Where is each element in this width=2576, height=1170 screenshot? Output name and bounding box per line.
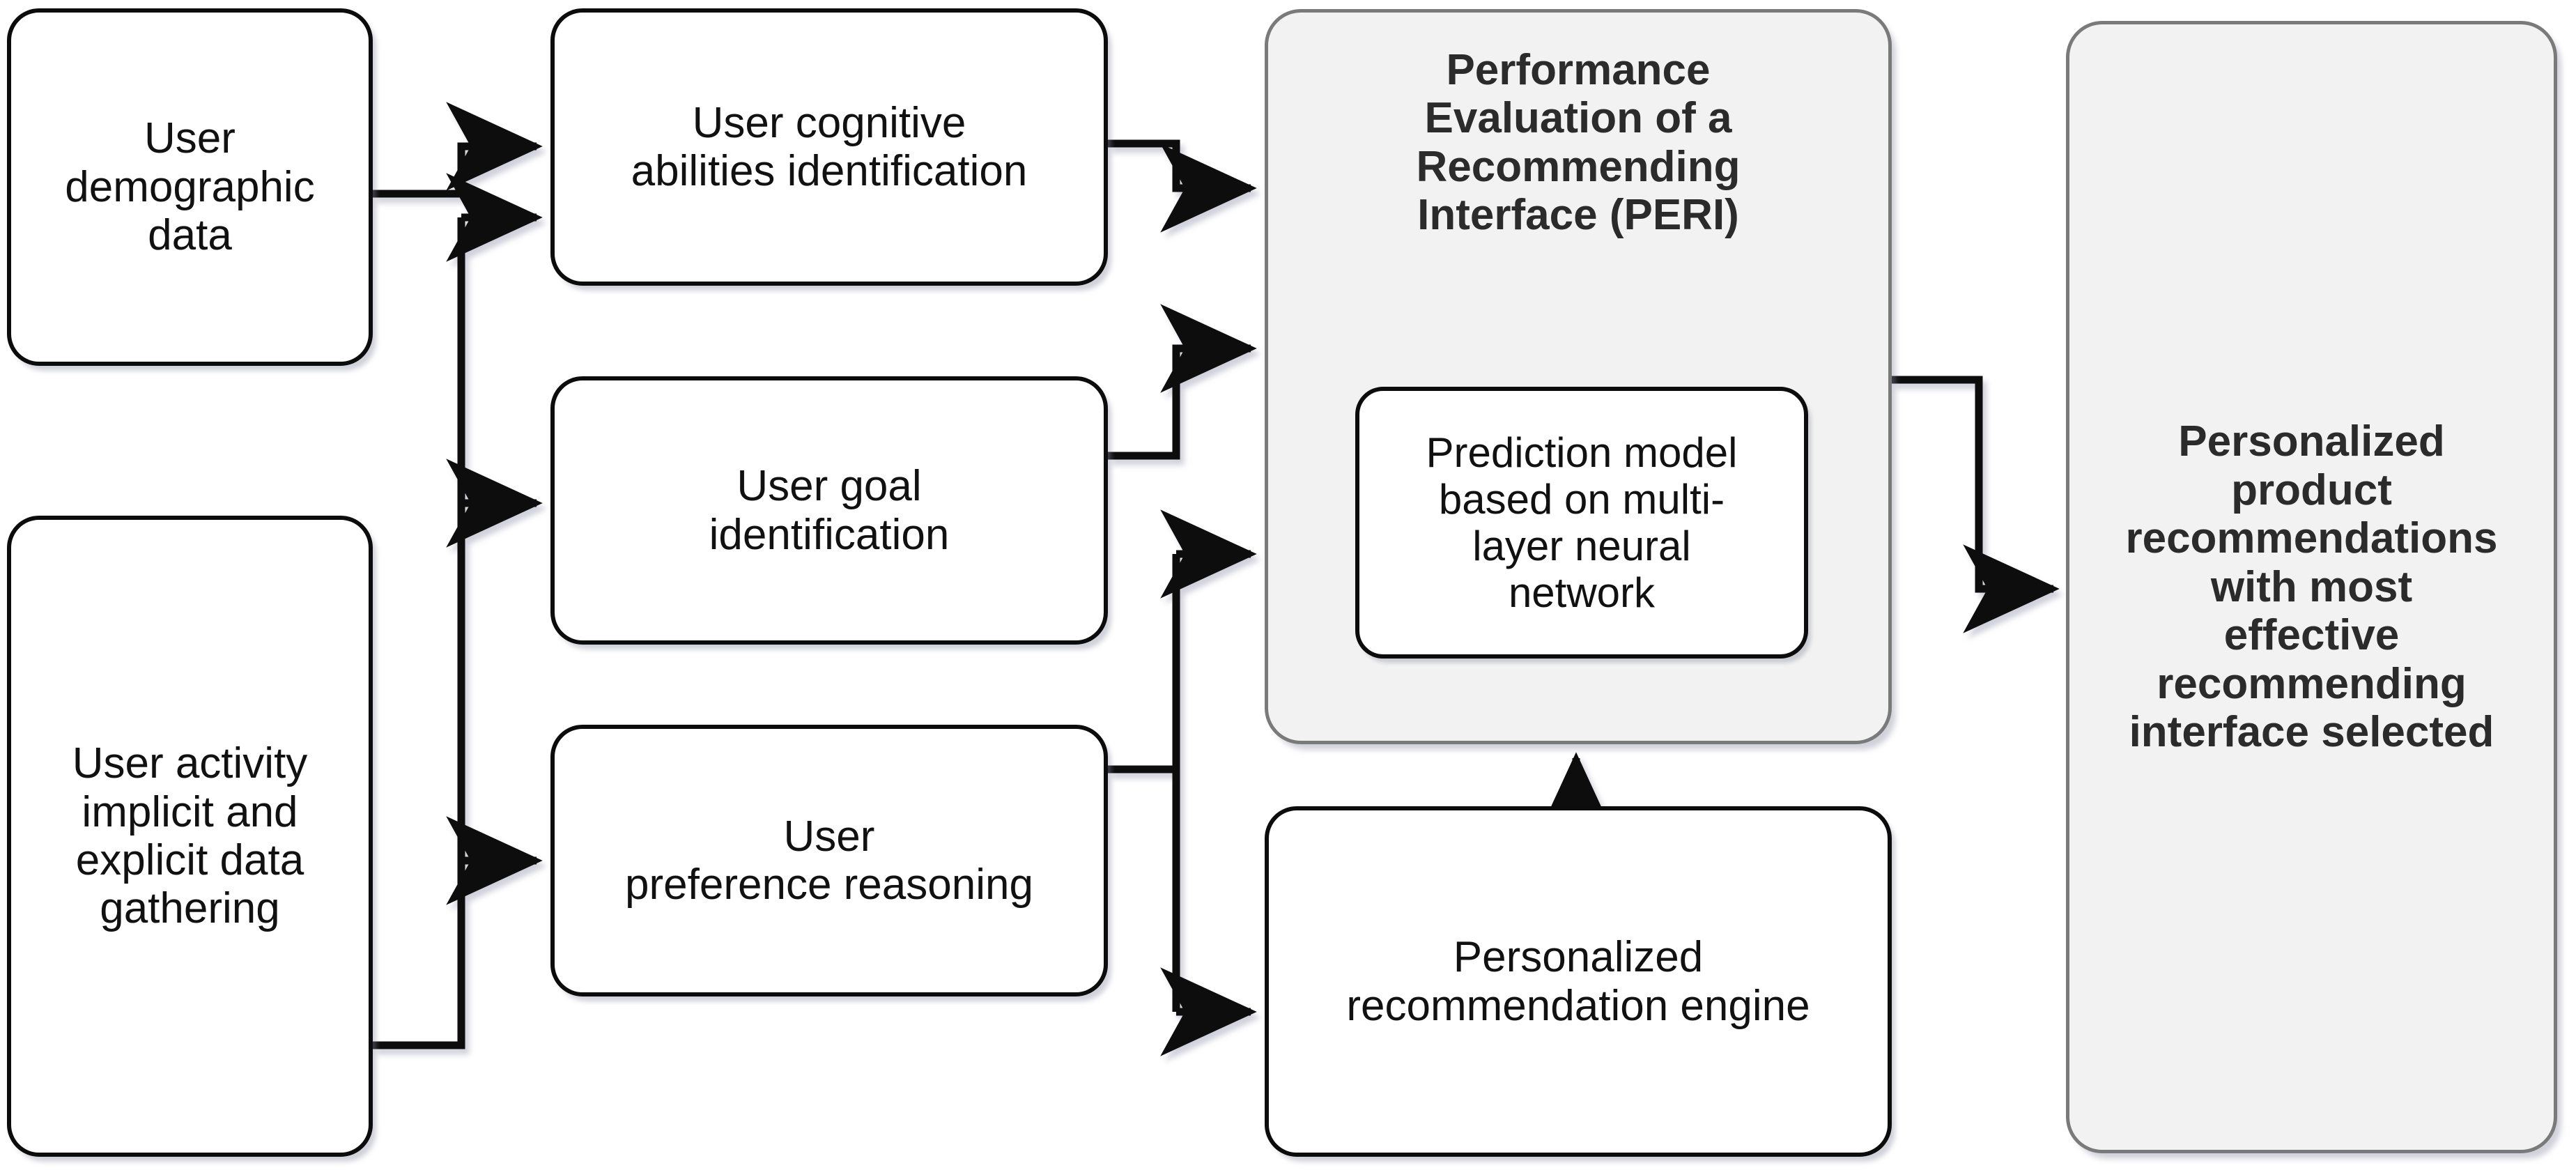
edge-activity-trunk: [373, 217, 465, 1049]
edge-goal-to-peri: [1108, 304, 1257, 460]
node-prediction-model[interactable]: Prediction model based on multi- layer n…: [1355, 387, 1808, 659]
node-label: Personalized recommendation engine: [1346, 933, 1810, 1030]
node-label: User cognitive abilities identification: [631, 98, 1028, 195]
node-label: User demographic data: [65, 114, 315, 260]
node-recommendation-engine[interactable]: Personalized recommendation engine: [1265, 806, 1892, 1157]
edge-demographic-to-cognitive: [373, 102, 543, 198]
edge-peri-to-output: [1892, 376, 2060, 633]
node-label: User goal identification: [709, 462, 950, 559]
node-user-goal-identification[interactable]: User goal identification: [550, 376, 1108, 645]
edge-preference-trunk: [1108, 554, 1180, 1012]
node-user-activity-data[interactable]: User activity implicit and explicit data…: [7, 516, 373, 1157]
node-label: User activity implicit and explicit data…: [72, 739, 308, 933]
node-user-preference-reasoning[interactable]: User preference reasoning: [550, 725, 1108, 996]
node-output-recommendations[interactable]: Personalized product recommendations wit…: [2066, 21, 2557, 1153]
node-label: User preference reasoning: [625, 812, 1033, 909]
node-label: Prediction model based on multi- layer n…: [1426, 429, 1738, 617]
edge-cognitive-to-peri: [1108, 139, 1257, 233]
node-label: Performance Evaluation of a Recommending…: [1416, 46, 1741, 240]
node-label: Personalized product recommendations wit…: [2125, 417, 2498, 757]
node-user-cognitive-abilities[interactable]: User cognitive abilities identification: [550, 8, 1108, 286]
node-user-demographic-data[interactable]: User demographic data: [7, 8, 373, 366]
